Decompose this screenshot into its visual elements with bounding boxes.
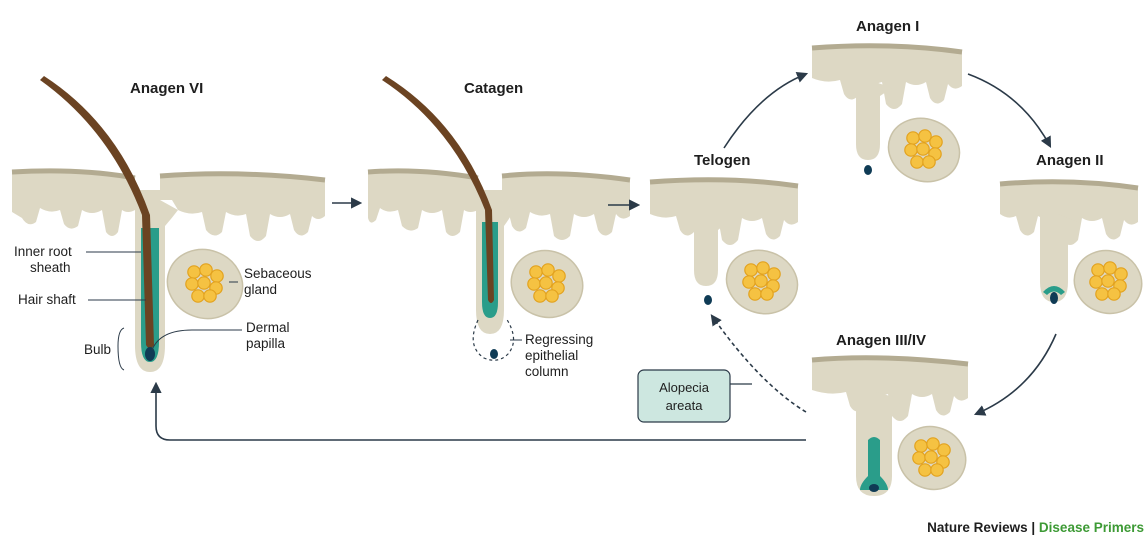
dermal-papilla-catagen [490,349,498,359]
epidermis-anagen-ii [1000,182,1138,245]
panel-anagen-ii [1000,182,1148,323]
epidermis-anagen-i [812,46,962,109]
label-inner-root-sheath-2: sheath [30,260,71,275]
credit-series: Disease Primers [1039,520,1144,535]
title-catagen: Catagen [464,80,523,97]
arrow-telogen-to-anagen-i [724,74,806,148]
epidermis-anagen-vi [12,171,135,236]
panel-telogen [650,180,806,324]
title-telogen: Telogen [694,152,750,169]
credit-separator: | [1028,520,1039,535]
label-bulb: Bulb [84,342,111,357]
credit-line: Nature Reviews | Disease Primers [927,520,1144,535]
label-dermal-papilla-1: Dermal [246,320,290,335]
alopecia-label-line1: Alopecia [659,380,710,395]
epidermis-catagen-left [368,171,478,236]
arrow-anagen-ii-to-anagen-iii-iv [976,334,1056,414]
epidermis-telogen [650,180,798,245]
dermal-papilla-telogen [704,295,712,305]
dermal-papilla-anagen-ii [1050,292,1058,304]
follicle-telogen [694,214,728,286]
label-regressing-2: epithelial [525,348,578,363]
dermal-papilla-anagen-i [864,165,872,175]
alopecia-areata-box: Alopecia areata [638,370,752,422]
label-sebaceous-gland-2: gland [244,282,277,297]
dermal-papilla-anagen-iii-iv [869,484,879,492]
title-anagen-vi: Anagen VI [130,80,203,97]
label-hair-shaft: Hair shaft [18,292,76,307]
dermal-papilla-anagen-vi [145,347,155,361]
title-anagen-iii-iv: Anagen III/IV [836,332,926,349]
panel-anagen-i [812,46,968,192]
panel-anagen-iii-iv [812,358,975,499]
arrow-anagen-i-to-anagen-ii [968,74,1050,146]
label-dermal-papilla-2: papilla [246,336,286,351]
label-regressing-3: column [525,364,569,379]
label-inner-root-sheath-1: Inner root [14,244,72,259]
panel-catagen [368,76,630,360]
epidermis-anagen-vi-right [160,174,325,241]
title-anagen-i: Anagen I [856,18,919,35]
label-regressing-1: Regressing [525,332,593,347]
credit-publisher: Nature Reviews [927,520,1028,535]
epidermis-catagen-right [502,174,630,240]
title-anagen-ii: Anagen II [1036,152,1104,169]
label-sebaceous-gland-1: Sebaceous [244,266,312,281]
alopecia-label-line2: areata [666,398,704,413]
